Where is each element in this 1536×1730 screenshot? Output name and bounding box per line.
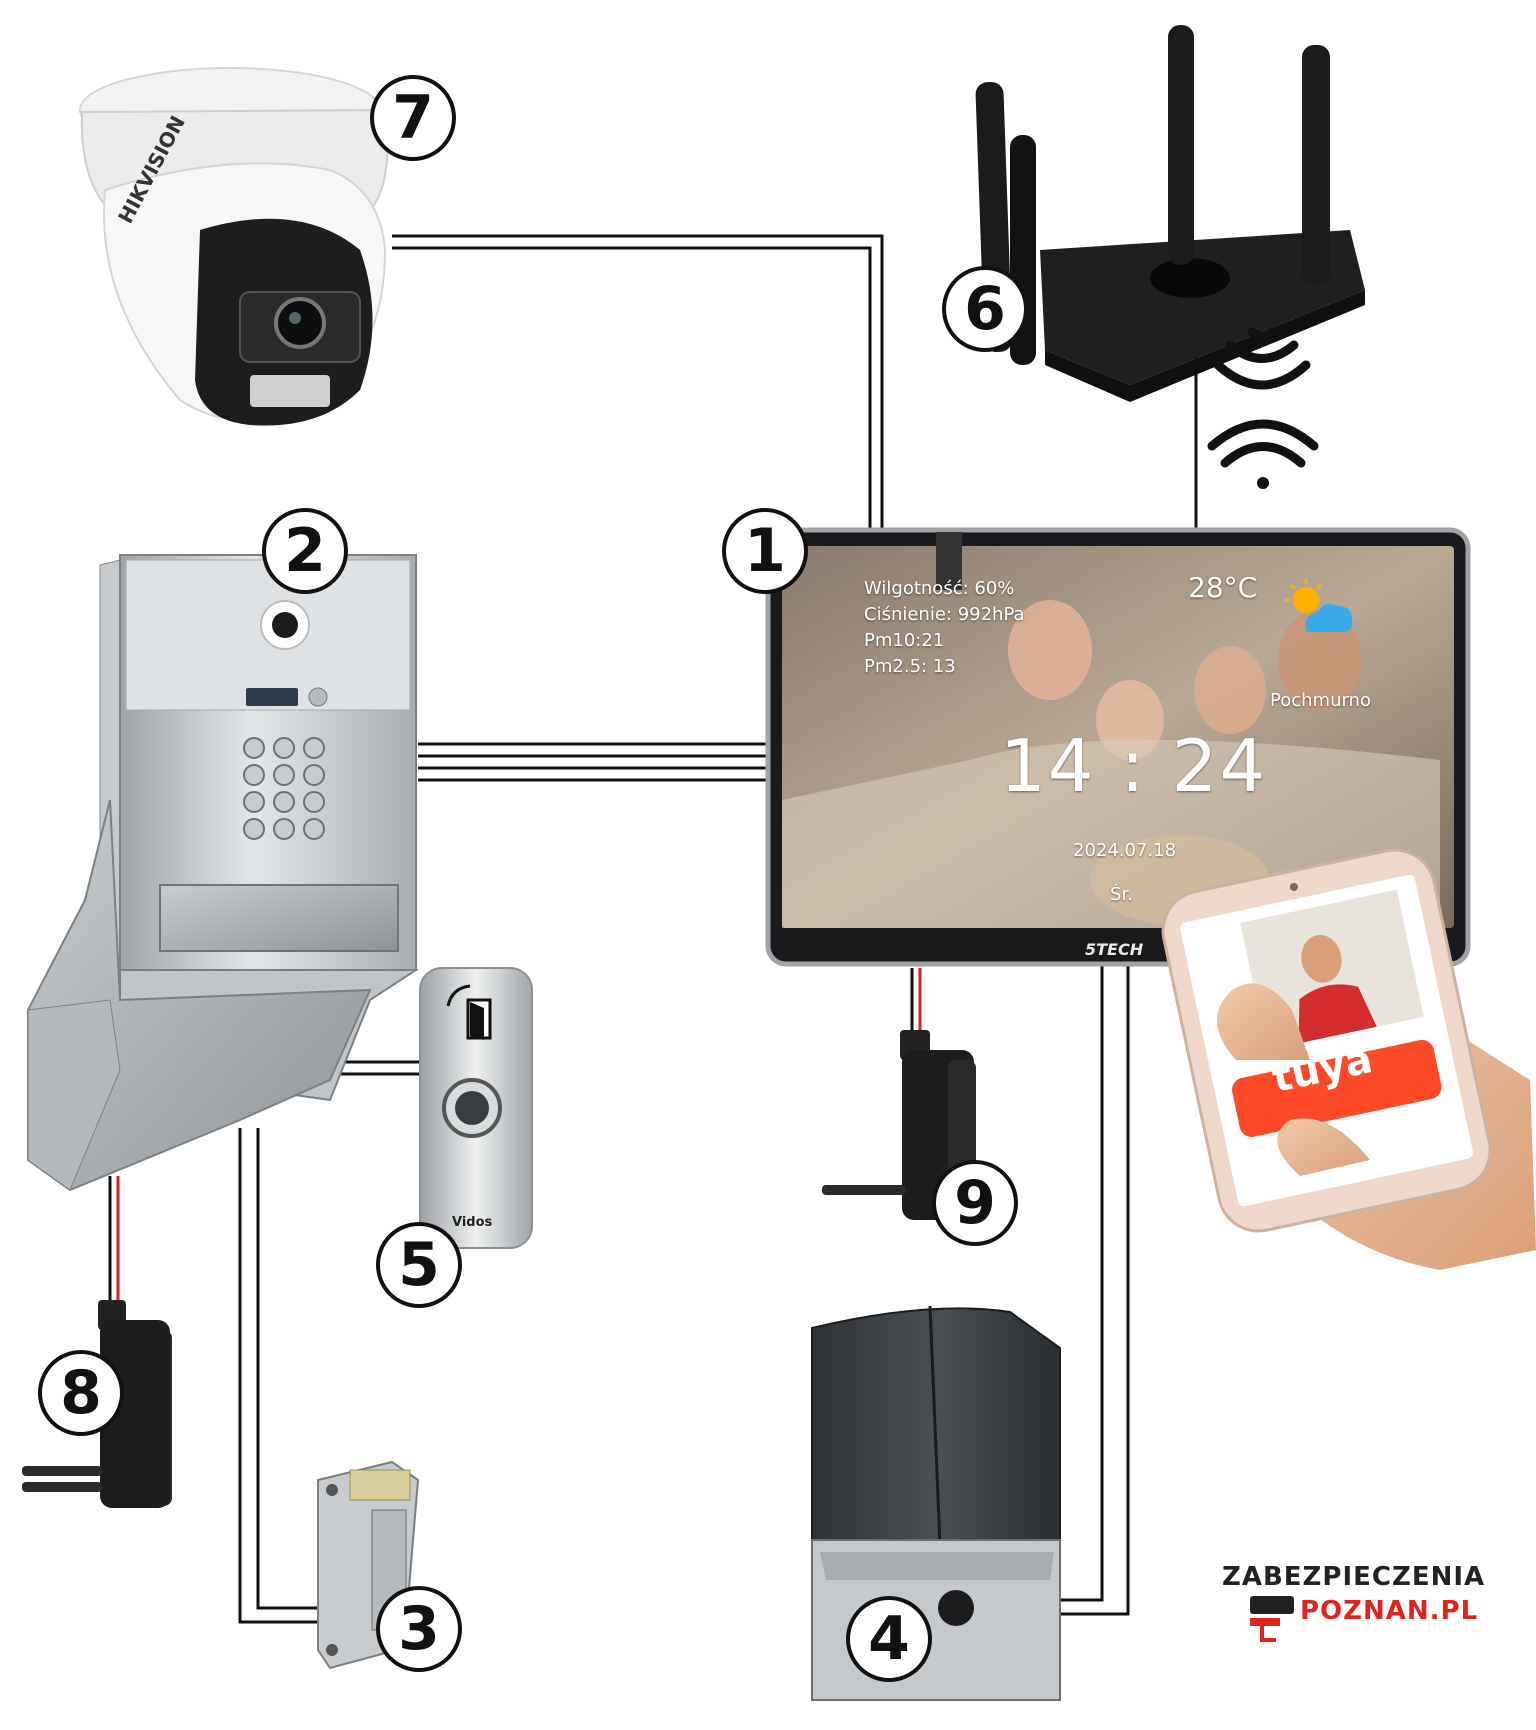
- wires: [238, 234, 1198, 1624]
- callout-8: 8: [38, 1350, 124, 1436]
- dome-camera: [79, 67, 389, 426]
- monitor-humidity: Wilgotność: 60%: [864, 578, 1015, 599]
- power-adapter-station: [22, 1300, 172, 1508]
- monitor-date: 2024.07.18: [1073, 840, 1177, 861]
- callout-4: 4: [846, 1596, 932, 1682]
- callout-1: 1: [722, 508, 808, 594]
- monitor-temperature: 28°C: [1188, 571, 1258, 604]
- monitor-weather: Pochmurno: [1270, 690, 1371, 711]
- monitor-brand: 5TECH: [1085, 940, 1144, 959]
- callout-3: 3: [376, 1586, 462, 1672]
- power-wires: [108, 968, 922, 1300]
- callout-7: 7: [370, 75, 456, 161]
- outdoor-station: [27, 554, 420, 1192]
- smartphone: [1161, 848, 1536, 1270]
- indoor-monitor: [765, 527, 1471, 967]
- button-brand-label: Vidos: [452, 1215, 493, 1230]
- monitor-pressure: Ciśnienie: 992hPa: [864, 604, 1025, 625]
- monitor-weekday: Śr.: [1110, 884, 1133, 905]
- callout-6: 6: [942, 266, 1028, 352]
- callout-9: 9: [932, 1160, 1018, 1246]
- logo-camera-icon: [1250, 1596, 1294, 1642]
- callout-2: 2: [262, 508, 348, 594]
- logo-line2: POZNAN.PL: [1300, 1596, 1479, 1626]
- monitor-clock: 14 : 24: [1000, 724, 1268, 808]
- router: [975, 25, 1365, 402]
- monitor-pm10: Pm10:21: [864, 630, 945, 651]
- callout-5: 5: [376, 1222, 462, 1308]
- exit-button: [419, 967, 533, 1249]
- logo-line1: ZABEZPIECZENIA: [1222, 1562, 1486, 1592]
- partly-cloudy-icon: [1276, 578, 1356, 640]
- wifi-signal-icon: [1207, 327, 1319, 489]
- monitor-pm25: Pm2.5: 13: [864, 656, 956, 677]
